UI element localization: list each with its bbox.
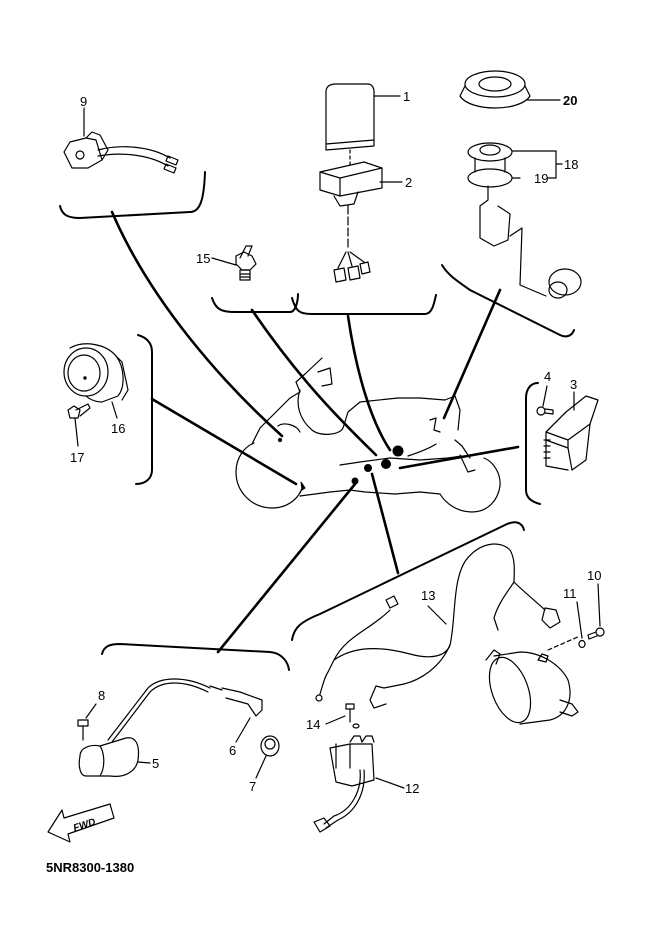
spark-plug-cap-part-6 <box>209 685 263 743</box>
motorcycle-outline <box>235 357 501 513</box>
callout-4: 4 <box>544 369 551 384</box>
callout-labels: 1 2 3 4 5 6 7 8 9 10 11 12 13 14 15 16 1… <box>70 89 601 796</box>
callout-2: 2 <box>405 175 412 190</box>
callout-7: 7 <box>249 779 256 794</box>
callout-11: 11 <box>563 586 577 601</box>
group-brackets <box>59 171 575 671</box>
callout-8: 8 <box>98 688 105 703</box>
callout-20: 20 <box>563 93 577 108</box>
connector-dot <box>381 459 391 469</box>
connector-dot <box>392 445 404 457</box>
switch-part-9 <box>63 107 179 174</box>
relay-part-1 <box>325 83 401 151</box>
callout-18: 18 <box>564 157 578 172</box>
callout-3: 3 <box>570 377 577 392</box>
callout-6: 6 <box>229 743 236 758</box>
connector-dot <box>300 481 306 491</box>
fwd-label: FWD <box>72 817 97 835</box>
bolt-part-10 <box>587 583 605 640</box>
rectifier-part-3 <box>543 391 599 471</box>
callout-14: 14 <box>306 717 320 732</box>
relay-holder-part-2 <box>319 149 403 283</box>
callout-1: 1 <box>403 89 410 104</box>
bolt-part-14 <box>325 703 360 729</box>
connector-dot <box>364 464 372 472</box>
callout-9: 9 <box>80 94 87 109</box>
sensor-part-15 <box>211 245 257 281</box>
callout-12: 12 <box>405 781 419 796</box>
starter-motor <box>485 635 581 725</box>
callout-10: 10 <box>587 568 601 583</box>
callout-13: 13 <box>421 588 435 603</box>
harness-part-13 <box>315 543 561 709</box>
callout-17: 17 <box>70 450 84 465</box>
connector-dot <box>277 437 283 443</box>
forward-direction-arrow: FWD <box>47 803 115 843</box>
ignition-coil-part-5 <box>78 678 211 777</box>
leader-lines <box>110 210 520 654</box>
bolt-part-17 <box>67 403 91 447</box>
callout-5: 5 <box>152 756 159 771</box>
washer-part-11 <box>576 601 586 649</box>
spark-plug-part-7 <box>255 735 280 779</box>
bolt-part-8 <box>77 703 97 741</box>
callout-15: 15 <box>196 251 210 266</box>
starter-relay-part-12 <box>313 735 405 833</box>
diagram-code: 5NR8300-1380 <box>46 860 134 875</box>
horn-part-16 <box>63 343 129 419</box>
ring-nut-part-20 <box>459 70 561 109</box>
callout-16: 16 <box>111 421 125 436</box>
bolt-part-4 <box>536 385 554 416</box>
fuel-sender-part-18 <box>467 142 582 299</box>
callout-19: 19 <box>534 171 548 186</box>
